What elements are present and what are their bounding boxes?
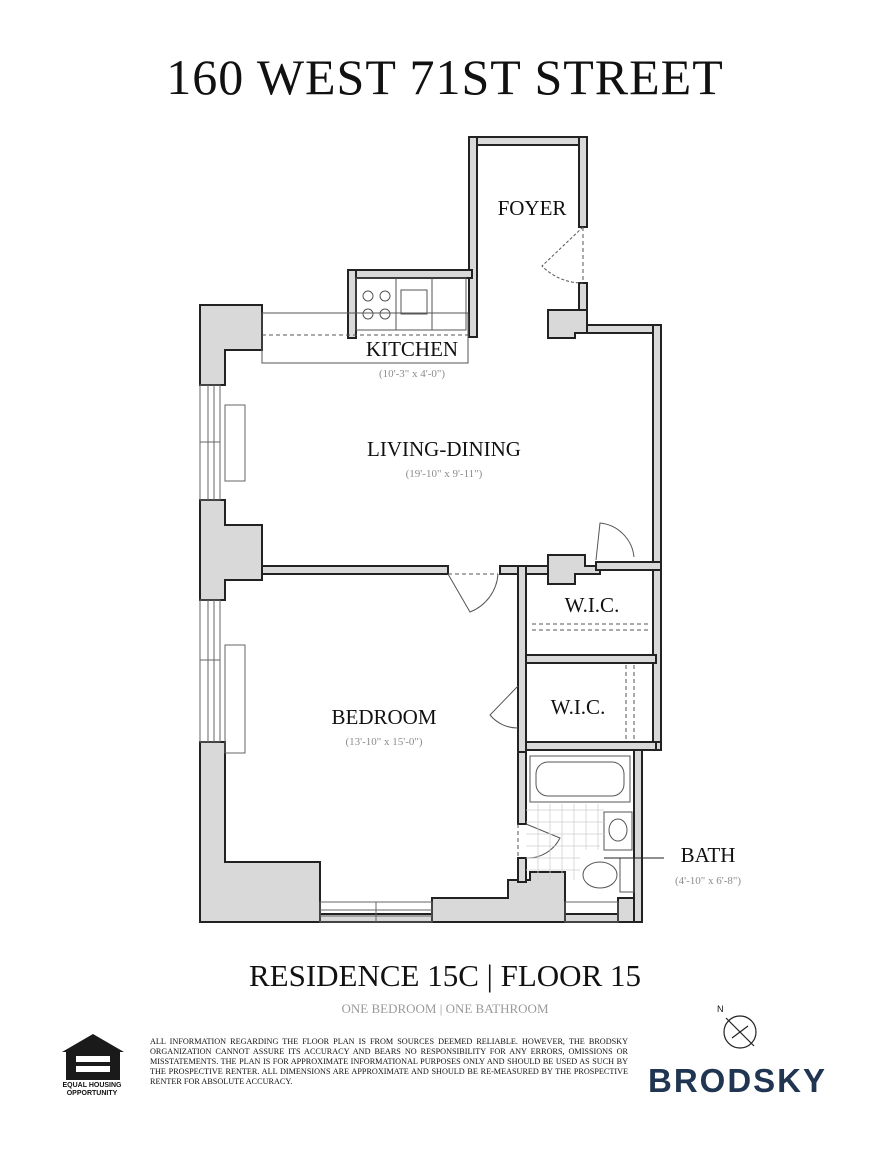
unit-type: ONE BEDROOM | ONE BATHROOM [341,1001,549,1016]
windows [199,384,619,923]
kitchen-fixtures [261,277,469,364]
equal-housing-icon [62,1034,124,1080]
brand-logo: BRODSKY [648,1062,828,1099]
room-label-bedroom: BEDROOM [331,705,436,729]
room-label-wic-1: W.I.C. [565,593,620,617]
floor-plan: FOYER KITCHEN (10'-3" x 4'-0") LIVING-DI… [199,136,741,923]
room-label-wic-2: W.I.C. [551,695,606,719]
page-title: 160 WEST 71ST STREET [166,49,724,105]
disclaimer: ALL INFORMATION REGARDING THE FLOOR PLAN… [150,1037,628,1086]
room-dims-kitchen: (10'-3" x 4'-0") [379,368,445,380]
compass-north-label: N [717,1004,724,1014]
room-label-foyer: FOYER [498,196,567,220]
bath-fixtures [529,755,664,893]
room-dims-bedroom: (13'-10" x 15'-0") [345,736,422,748]
bath-tile [526,804,604,880]
residence-title: RESIDENCE 15C | FLOOR 15 [248,958,641,993]
equal-housing-caption: EQUAL HOUSING OPPORTUNITY [62,1082,122,1097]
room-label-bath: BATH [681,843,736,867]
room-dims-living: (19'-10" x 9'-11") [406,468,483,480]
room-dims-bath: (4'-10" x 6'-8") [675,875,741,887]
walls [199,136,662,923]
room-label-living: LIVING-DINING [367,437,521,461]
compass-icon [723,1015,757,1049]
room-label-kitchen: KITCHEN [366,337,458,361]
